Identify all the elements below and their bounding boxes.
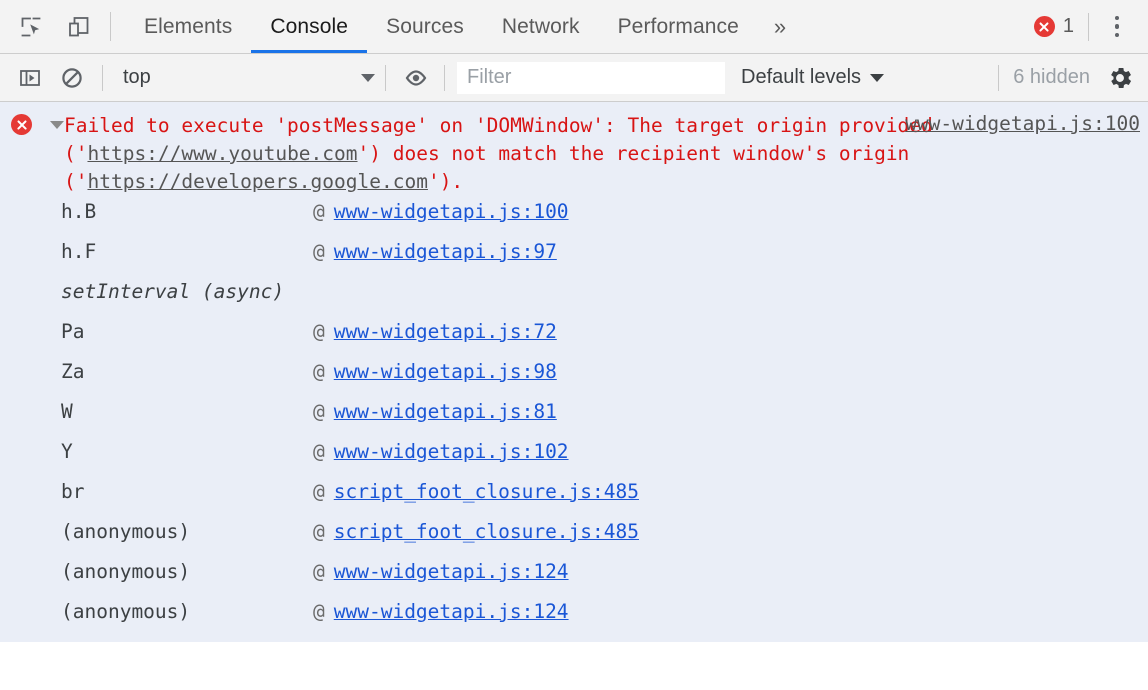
stack-frame-at: @ xyxy=(313,240,325,263)
hidden-messages-label[interactable]: 6 hidden xyxy=(1013,66,1090,88)
stack-frame-function: (anonymous) xyxy=(61,600,191,623)
error-text-suffix: '). xyxy=(427,170,464,193)
stack-frame-at: @ xyxy=(313,440,325,463)
console-toolbar-divider-3 xyxy=(444,64,445,91)
tab-elements[interactable]: Elements xyxy=(125,0,251,53)
log-levels-selector[interactable]: Default levels xyxy=(741,66,885,89)
stack-frame-location[interactable]: www-widgetapi.js:81 xyxy=(333,400,557,423)
tab-network-label: Network xyxy=(501,14,580,38)
stack-frame-location[interactable]: script_foot_closure.js:485 xyxy=(333,520,639,543)
stack-frame-at: @ xyxy=(313,320,325,343)
filter-input[interactable] xyxy=(457,61,725,94)
error-circle-x-icon xyxy=(11,114,32,135)
stack-frame[interactable]: Za @ www-widgetapi.js:98 xyxy=(0,360,1148,400)
console-toolbar: top Default levels 6 hidden xyxy=(0,54,1148,102)
error-circle-x-icon xyxy=(1033,16,1055,37)
stack-frame-location[interactable]: www-widgetapi.js:98 xyxy=(333,360,557,383)
stack-frame-at: @ xyxy=(313,360,325,383)
stack-frame[interactable]: (anonymous) @ www-widgetapi.js:124 xyxy=(0,560,1148,600)
stack-frame-function: W xyxy=(61,400,73,423)
stack-frame-function: Za xyxy=(61,360,85,383)
live-expression-icon[interactable] xyxy=(400,62,432,94)
stack-frame[interactable]: h.B @ www-widgetapi.js:100 xyxy=(0,200,1148,240)
clear-console-icon[interactable] xyxy=(56,62,88,94)
stack-frame-async-boundary: setInterval (async) xyxy=(0,280,1148,320)
console-error-group: www-widgetapi.js:100 Failed to execute '… xyxy=(0,102,1148,642)
tab-sources-label: Sources xyxy=(386,14,464,38)
stack-frame-function: Y xyxy=(61,440,73,463)
stack-frame-at: @ xyxy=(313,520,325,543)
devtools-tabs: Elements Console Sources Network Perform… xyxy=(125,0,800,53)
inspect-element-icon[interactable] xyxy=(16,12,46,42)
tab-elements-label: Elements xyxy=(144,14,233,38)
stack-frame-at: @ xyxy=(313,480,325,503)
tab-sources[interactable]: Sources xyxy=(367,0,483,53)
stack-frame-function: Pa xyxy=(61,320,85,343)
console-toolbar-divider-1 xyxy=(102,64,103,91)
tab-console[interactable]: Console xyxy=(251,0,367,53)
stack-frame-location[interactable]: www-widgetapi.js:72 xyxy=(333,320,557,343)
stack-frame[interactable]: br @ script_foot_closure.js:485 xyxy=(0,480,1148,520)
devtools-tabbar: Elements Console Sources Network Perform… xyxy=(0,0,1148,54)
stack-frame[interactable]: (anonymous) @ script_foot_closure.js:485 xyxy=(0,520,1148,560)
expand-triangle-icon[interactable] xyxy=(50,121,64,129)
error-source-link[interactable]: www-widgetapi.js:100 xyxy=(905,112,1140,135)
stack-frame[interactable]: W @ www-widgetapi.js:81 xyxy=(0,400,1148,440)
error-message-text: Failed to execute 'postMessage' on 'DOMW… xyxy=(0,112,1148,196)
stack-frame-at: @ xyxy=(313,200,325,223)
stack-frame-location[interactable]: www-widgetapi.js:124 xyxy=(333,560,569,583)
stack-frame-location[interactable]: www-widgetapi.js:97 xyxy=(333,240,557,263)
stack-frame-location[interactable]: www-widgetapi.js:102 xyxy=(333,440,569,463)
tabbar-icon-group xyxy=(0,0,94,53)
stack-frame-location[interactable]: www-widgetapi.js:124 xyxy=(333,600,569,623)
stack-frame-location[interactable]: www-widgetapi.js:100 xyxy=(333,200,569,223)
error-text-middle: ') does not match the recipient window's… xyxy=(64,142,922,193)
stack-frame-at: @ xyxy=(313,560,325,583)
stack-frame-function: (anonymous) xyxy=(61,560,191,583)
tab-performance-label: Performance xyxy=(617,14,739,38)
gear-icon[interactable] xyxy=(1104,62,1136,94)
error-count-badge[interactable]: 1 xyxy=(1033,15,1088,38)
tab-performance[interactable]: Performance xyxy=(599,0,758,53)
execution-context-value: top xyxy=(123,66,151,88)
tabbar-right-group: 1 xyxy=(1033,0,1148,53)
stack-frame-function: setInterval (async) xyxy=(61,280,285,303)
stack-trace: h.B @ www-widgetapi.js:100 h.F @ www-wid… xyxy=(0,196,1148,640)
execution-context-selector[interactable]: top xyxy=(117,62,385,94)
tab-network[interactable]: Network xyxy=(483,0,599,53)
stack-frame-function: (anonymous) xyxy=(61,520,191,543)
chevron-down-icon xyxy=(870,73,885,82)
more-tabs-icon[interactable]: » xyxy=(773,13,787,39)
error-text-prefix: Failed to execute 'postMessage' on 'DOMW… xyxy=(64,114,945,165)
chevron-down-icon xyxy=(361,73,375,82)
more-options-icon[interactable] xyxy=(1100,10,1134,44)
console-toolbar-right-group: 6 hidden xyxy=(998,62,1148,94)
stack-frame[interactable]: (anonymous) @ www-widgetapi.js:124 xyxy=(0,600,1148,640)
tabbar-divider xyxy=(110,12,111,41)
error-url-developers[interactable]: https://developers.google.com xyxy=(87,170,428,193)
error-url-youtube[interactable]: https://www.youtube.com xyxy=(87,142,358,165)
stack-frame-function: h.F xyxy=(61,240,97,263)
device-toolbar-icon[interactable] xyxy=(64,12,94,42)
stack-frame[interactable]: Pa @ www-widgetapi.js:72 xyxy=(0,320,1148,360)
error-count-label: 1 xyxy=(1062,15,1074,37)
stack-frame[interactable]: Y @ www-widgetapi.js:102 xyxy=(0,440,1148,480)
stack-frame-location[interactable]: script_foot_closure.js:485 xyxy=(333,480,639,503)
stack-frame-function: br xyxy=(61,480,85,503)
console-sidebar-icon[interactable] xyxy=(14,62,46,94)
stack-frame-at: @ xyxy=(313,600,325,623)
stack-frame[interactable]: h.F @ www-widgetapi.js:97 xyxy=(0,240,1148,280)
console-message-area: www-widgetapi.js:100 Failed to execute '… xyxy=(0,102,1148,642)
console-error-message[interactable]: www-widgetapi.js:100 Failed to execute '… xyxy=(0,102,1148,196)
console-toolbar-divider-2 xyxy=(385,64,386,91)
tabbar-right-divider xyxy=(1088,12,1089,41)
tab-console-label: Console xyxy=(270,14,349,38)
stack-frame-function: h.B xyxy=(61,200,97,223)
console-toolbar-divider-4 xyxy=(998,64,1000,91)
log-levels-value: Default levels xyxy=(741,66,862,88)
stack-frame-at: @ xyxy=(313,400,325,423)
